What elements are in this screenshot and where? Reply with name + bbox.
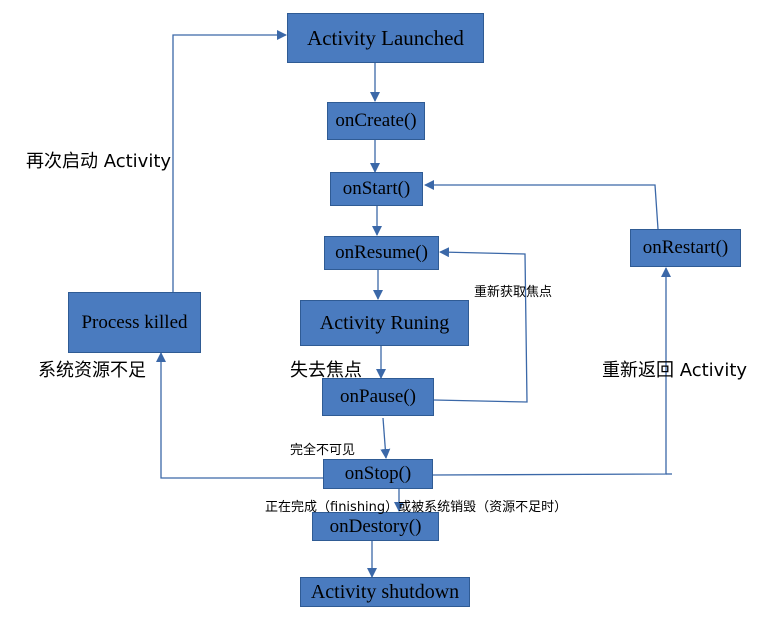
arrow-pause-to-resume <box>433 247 528 403</box>
process-killed-node: Process killed <box>68 292 201 353</box>
regain-focus-label: 重新获取焦点 <box>474 285 553 300</box>
relaunch-label: 再次启动 Activity <box>26 151 172 172</box>
on-pause-node: onPause() <box>322 378 434 416</box>
on-stop-node: onStop() <box>323 459 433 489</box>
arrow-stop-to-killed <box>156 352 323 479</box>
arrow-pause-to-stop <box>380 417 391 459</box>
activity-launched-node: Activity Launched <box>287 13 484 63</box>
lose-focus-label: 失去焦点 <box>290 360 362 381</box>
activity-running-node: Activity Runing <box>300 300 469 346</box>
arrow-restart-to-start <box>424 180 659 230</box>
return-activity-label: 重新返回 Activity <box>602 360 748 381</box>
on-start-node: onStart() <box>330 172 423 206</box>
finishing-label: 正在完成（finishing）或被系统销毁（资源不足时） <box>265 500 568 515</box>
arrow-killed-to-launched <box>172 30 287 292</box>
on-resume-node: onResume() <box>324 236 439 270</box>
fully-invisible-label: 完全不可见 <box>290 443 356 458</box>
on-create-node: onCreate() <box>327 102 425 140</box>
low-resources-label: 系统资源不足 <box>38 360 146 381</box>
activity-shutdown-node: Activity shutdown <box>300 577 470 607</box>
on-destroy-node: onDestory() <box>312 512 439 541</box>
on-restart-node: onRestart() <box>630 229 741 267</box>
